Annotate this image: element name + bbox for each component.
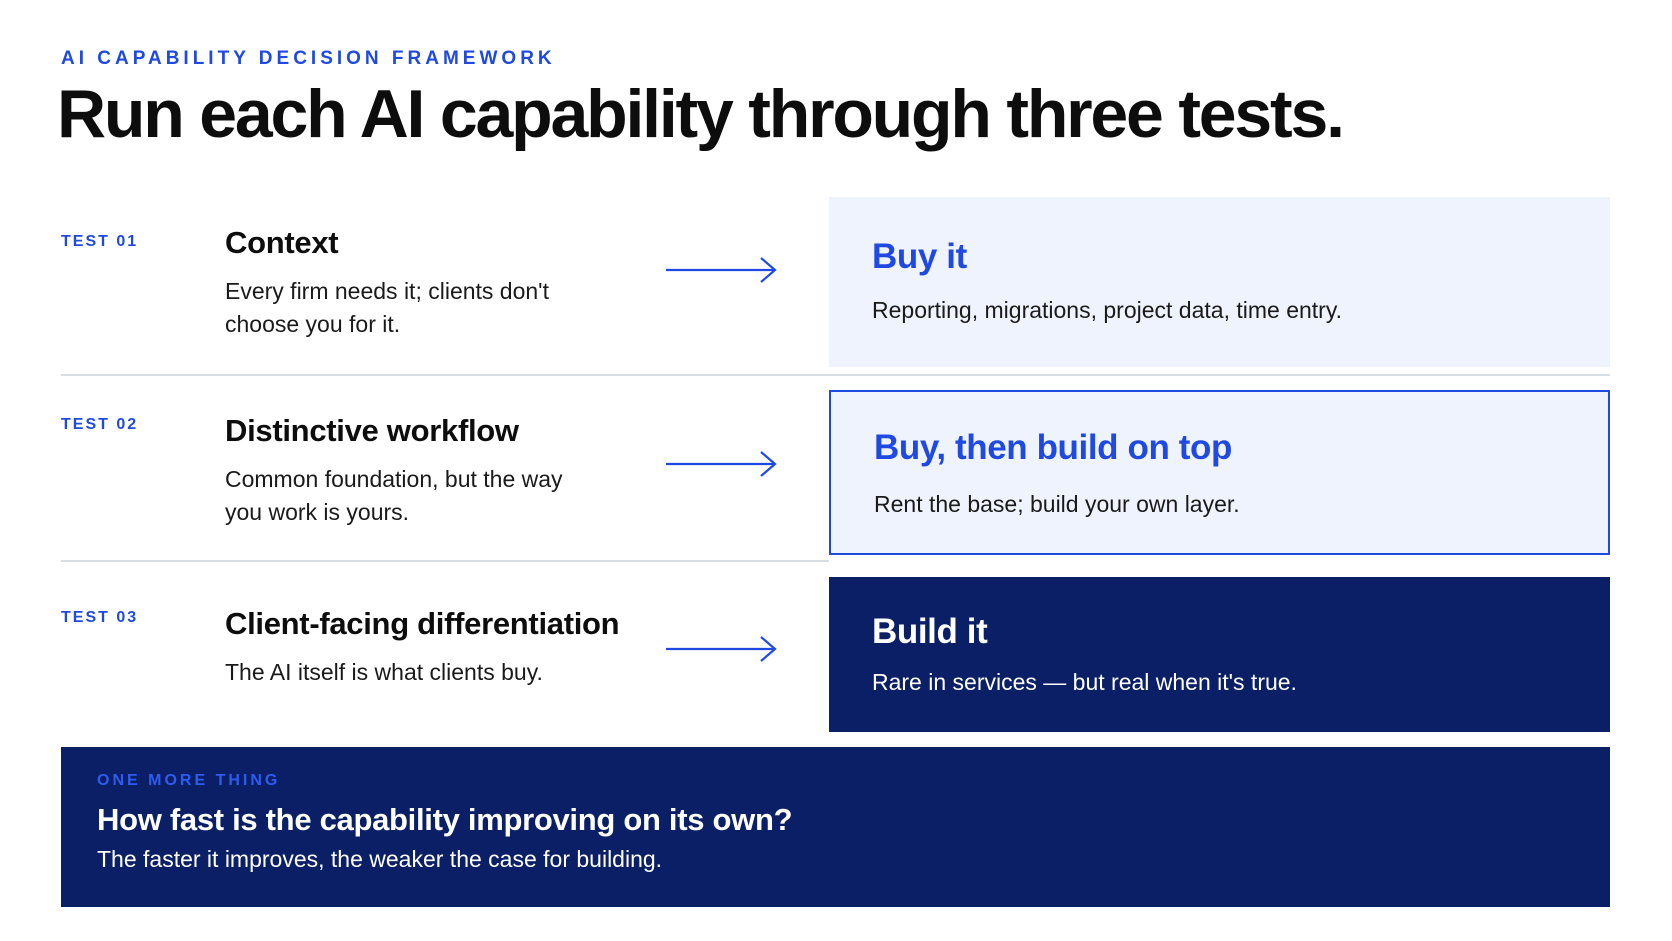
test-heading: Client-facing differentiation	[225, 606, 620, 641]
row-divider	[61, 374, 1610, 376]
footer-answer: The faster it improves, the weaker the c…	[97, 846, 663, 872]
arrow-right-icon	[666, 451, 777, 477]
test-label: TEST 02	[61, 416, 139, 433]
test-label: TEST 03	[61, 609, 139, 626]
test-description: The AI itself is what clients buy.	[225, 659, 543, 685]
test-label: TEST 01	[61, 233, 139, 250]
test-heading: Context	[225, 225, 339, 260]
result-title: Buy it	[872, 237, 967, 276]
result-description: Rent the base; build your own layer.	[874, 491, 1240, 517]
result-card-buy: Buy it Reporting, migrations, project da…	[829, 197, 1610, 367]
test-description: Common foundation, but the way you work …	[225, 466, 563, 525]
framework-eyebrow: AI CAPABILITY DECISION FRAMEWORK	[61, 48, 556, 69]
row-divider	[61, 560, 829, 562]
arrow-right-icon	[666, 257, 777, 283]
test-heading: Distinctive workflow	[225, 413, 519, 448]
arrow-right-icon	[666, 636, 777, 662]
result-description: Rare in services — but real when it's tr…	[872, 669, 1297, 695]
test-description: Every firm needs it; clients don't choos…	[225, 278, 549, 337]
result-card-buy-then-build: Buy, then build on top Rent the base; bu…	[829, 390, 1610, 555]
one-more-thing-panel: ONE MORE THING How fast is the capabilit…	[61, 747, 1610, 907]
footer-question: How fast is the capability improving on …	[97, 802, 793, 837]
footer-eyebrow: ONE MORE THING	[97, 772, 281, 789]
result-card-build: Build it Rare in services — but real whe…	[829, 577, 1610, 732]
result-title: Build it	[872, 612, 988, 651]
page-title: Run each AI capability through three tes…	[57, 76, 1345, 152]
result-title: Buy, then build on top	[874, 428, 1232, 467]
result-description: Reporting, migrations, project data, tim…	[872, 297, 1343, 323]
